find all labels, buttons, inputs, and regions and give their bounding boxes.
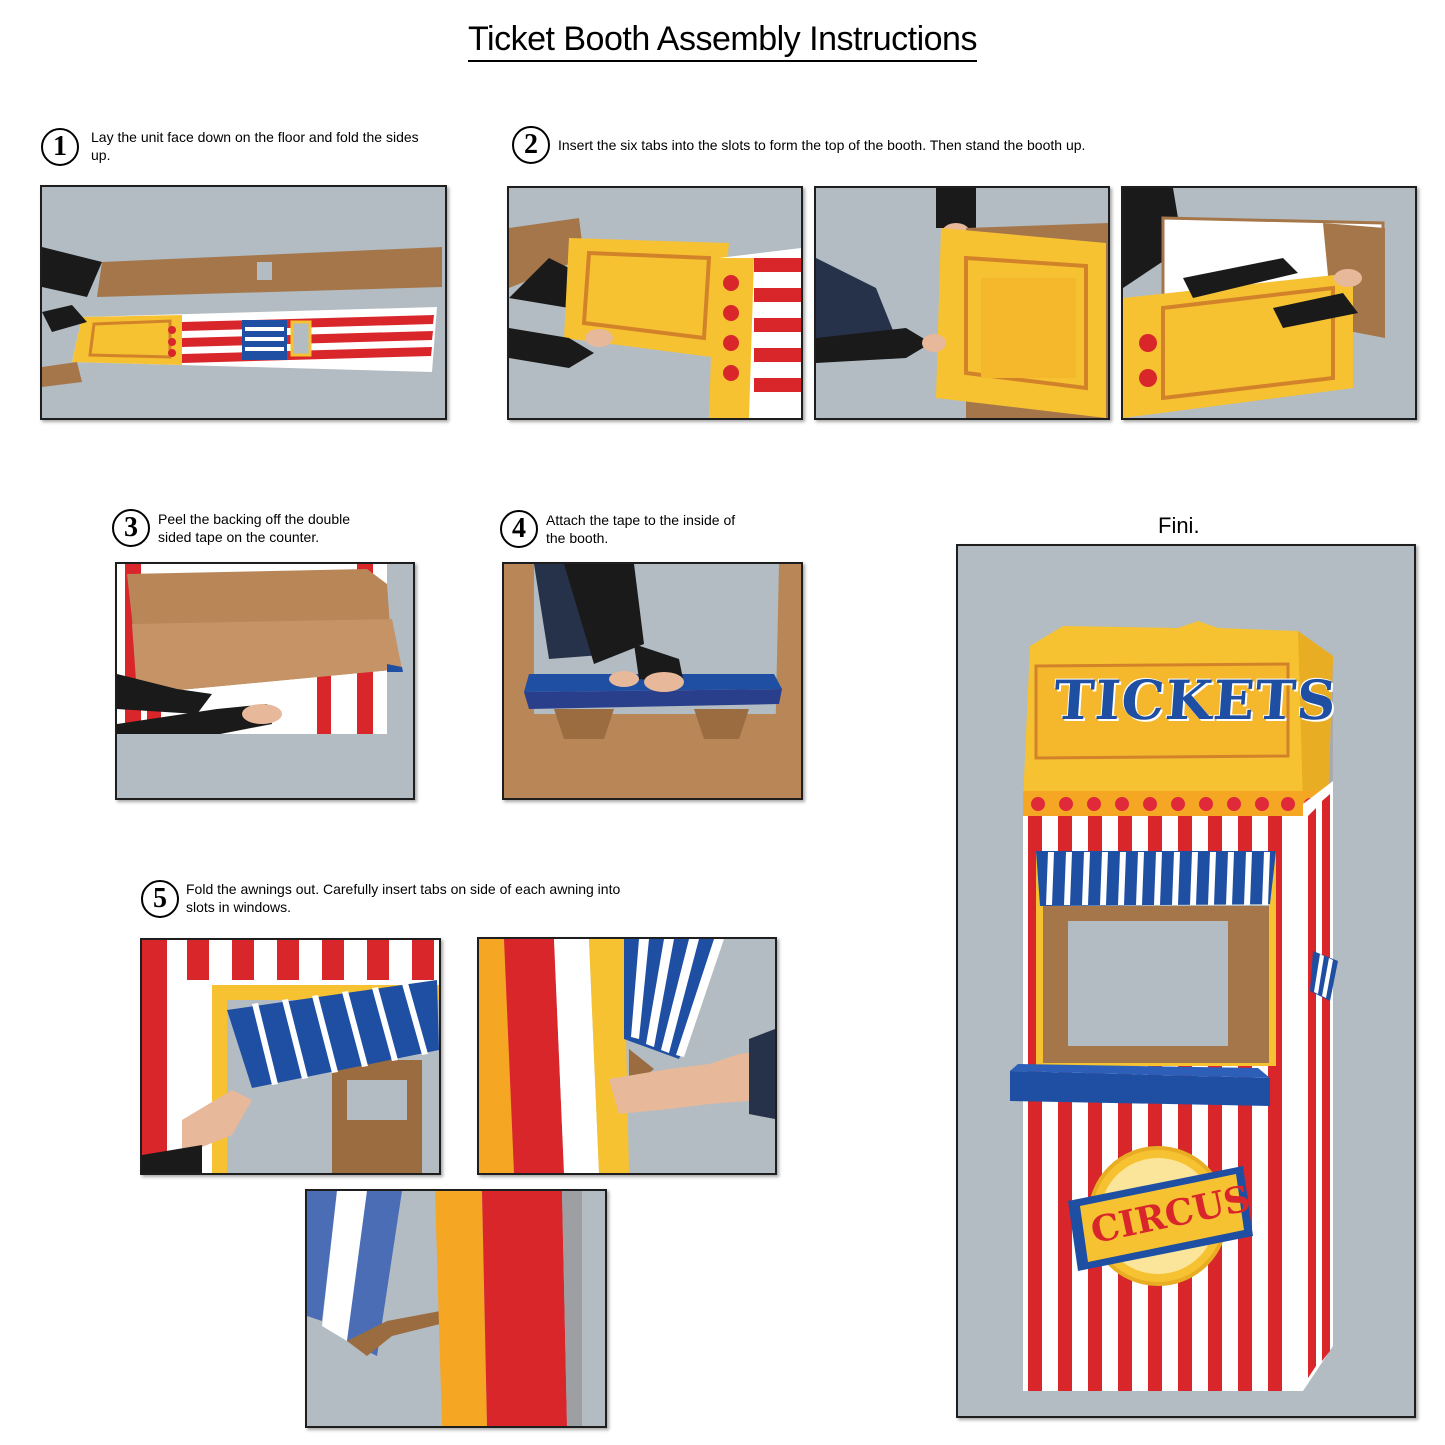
step-5-photo-a <box>140 938 441 1175</box>
step-2-photo-b <box>814 186 1110 420</box>
step-3-text: Peel the backing off the double sided ta… <box>158 511 351 545</box>
step-4-number: 4 <box>500 510 538 548</box>
page-title: Ticket Booth Assembly Instructions <box>0 20 1445 62</box>
step-5-text: Fold the awnings out. Carefully insert t… <box>186 881 621 915</box>
step-2-text: Insert the six tabs into the slots to fo… <box>558 137 1086 153</box>
step-5-number: 5 <box>141 880 179 918</box>
finished-label: Fini. <box>1158 513 1200 538</box>
step-2-photo-c <box>1121 186 1417 420</box>
step-1-text: Lay the unit face down on the floor and … <box>91 129 419 163</box>
step-4-text: Attach the tape to the inside of the boo… <box>546 512 736 546</box>
finished-booth-photo: TICKETS CIRCUS <box>956 544 1416 1418</box>
step-3-number: 3 <box>112 509 150 547</box>
step-1-number: 1 <box>41 128 79 166</box>
booth-sign-text: TICKETS <box>1051 668 1339 732</box>
step-2-number: 2 <box>512 126 550 164</box>
step-5-photo-c <box>305 1189 607 1428</box>
step-2-photo-a <box>507 186 803 420</box>
step-5-photo-b <box>477 937 777 1175</box>
step-4-photo <box>502 562 803 800</box>
step-3-photo <box>115 562 415 800</box>
step-1-photo <box>40 185 447 420</box>
